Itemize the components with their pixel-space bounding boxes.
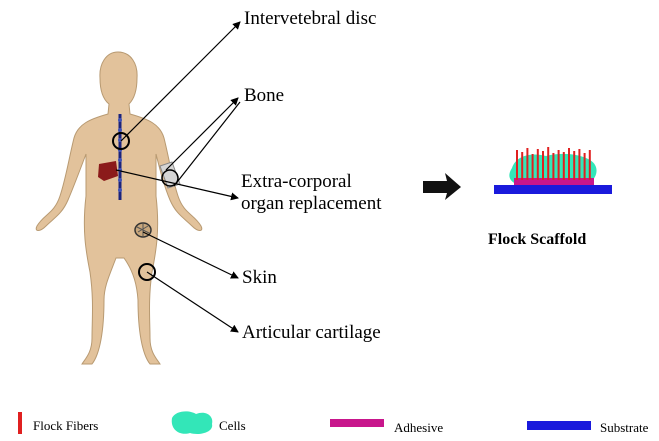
flock-fiber xyxy=(521,152,523,180)
flock-fiber xyxy=(552,153,554,180)
label-extra-corporal-line2: organ replacement xyxy=(241,194,382,215)
flock-fiber xyxy=(558,150,560,180)
label-skin: Skin xyxy=(242,268,277,289)
body-silhouette xyxy=(36,52,202,364)
legend-swatch-substrate xyxy=(527,421,591,430)
legend-swatches xyxy=(18,411,591,434)
flock-fiber xyxy=(526,148,528,180)
label-bone: Bone xyxy=(244,86,284,107)
human-body-figure xyxy=(36,52,202,364)
scaffold-title: Flock Scaffold xyxy=(488,231,586,249)
flock-fiber xyxy=(573,151,575,180)
legend-swatch-flock-fibers xyxy=(18,412,22,434)
legend-swatch-adhesive xyxy=(330,419,384,427)
flock-fiber xyxy=(537,149,539,180)
flock-fiber xyxy=(516,150,518,180)
flock-fiber xyxy=(563,152,565,180)
scaffold-substrate xyxy=(494,185,612,194)
legend-label-substrate: Substrate xyxy=(600,420,648,436)
legend-label-flock-fibers: Flock Fibers xyxy=(33,418,98,434)
flock-scaffold-illustration xyxy=(494,147,612,194)
arrow-bone-lower xyxy=(174,102,240,186)
label-extra-corporal-line1: Extra-corporal xyxy=(241,172,352,193)
scaffold-fibers xyxy=(516,147,591,180)
transition-arrow xyxy=(423,173,461,200)
arrow-intervertebral-disc xyxy=(121,22,240,141)
legend-swatch-cells xyxy=(172,411,213,434)
label-intervertebral-disc: Intervetebral disc xyxy=(244,9,376,30)
flock-fiber xyxy=(542,151,544,180)
flock-fiber xyxy=(584,153,586,180)
arrow-skin xyxy=(143,232,238,278)
flock-fiber xyxy=(532,154,534,180)
flock-fiber xyxy=(547,147,549,180)
label-articular-cartilage: Articular cartilage xyxy=(242,323,381,344)
arrow-bone-upper xyxy=(166,98,238,170)
legend-label-adhesive: Adhesive xyxy=(394,420,443,436)
flock-fiber xyxy=(568,148,570,180)
spine xyxy=(118,114,122,200)
flock-fiber xyxy=(578,149,580,180)
flock-fiber xyxy=(589,150,591,180)
legend-label-cells: Cells xyxy=(219,418,246,434)
arrow-articular-cartilage xyxy=(147,272,238,332)
